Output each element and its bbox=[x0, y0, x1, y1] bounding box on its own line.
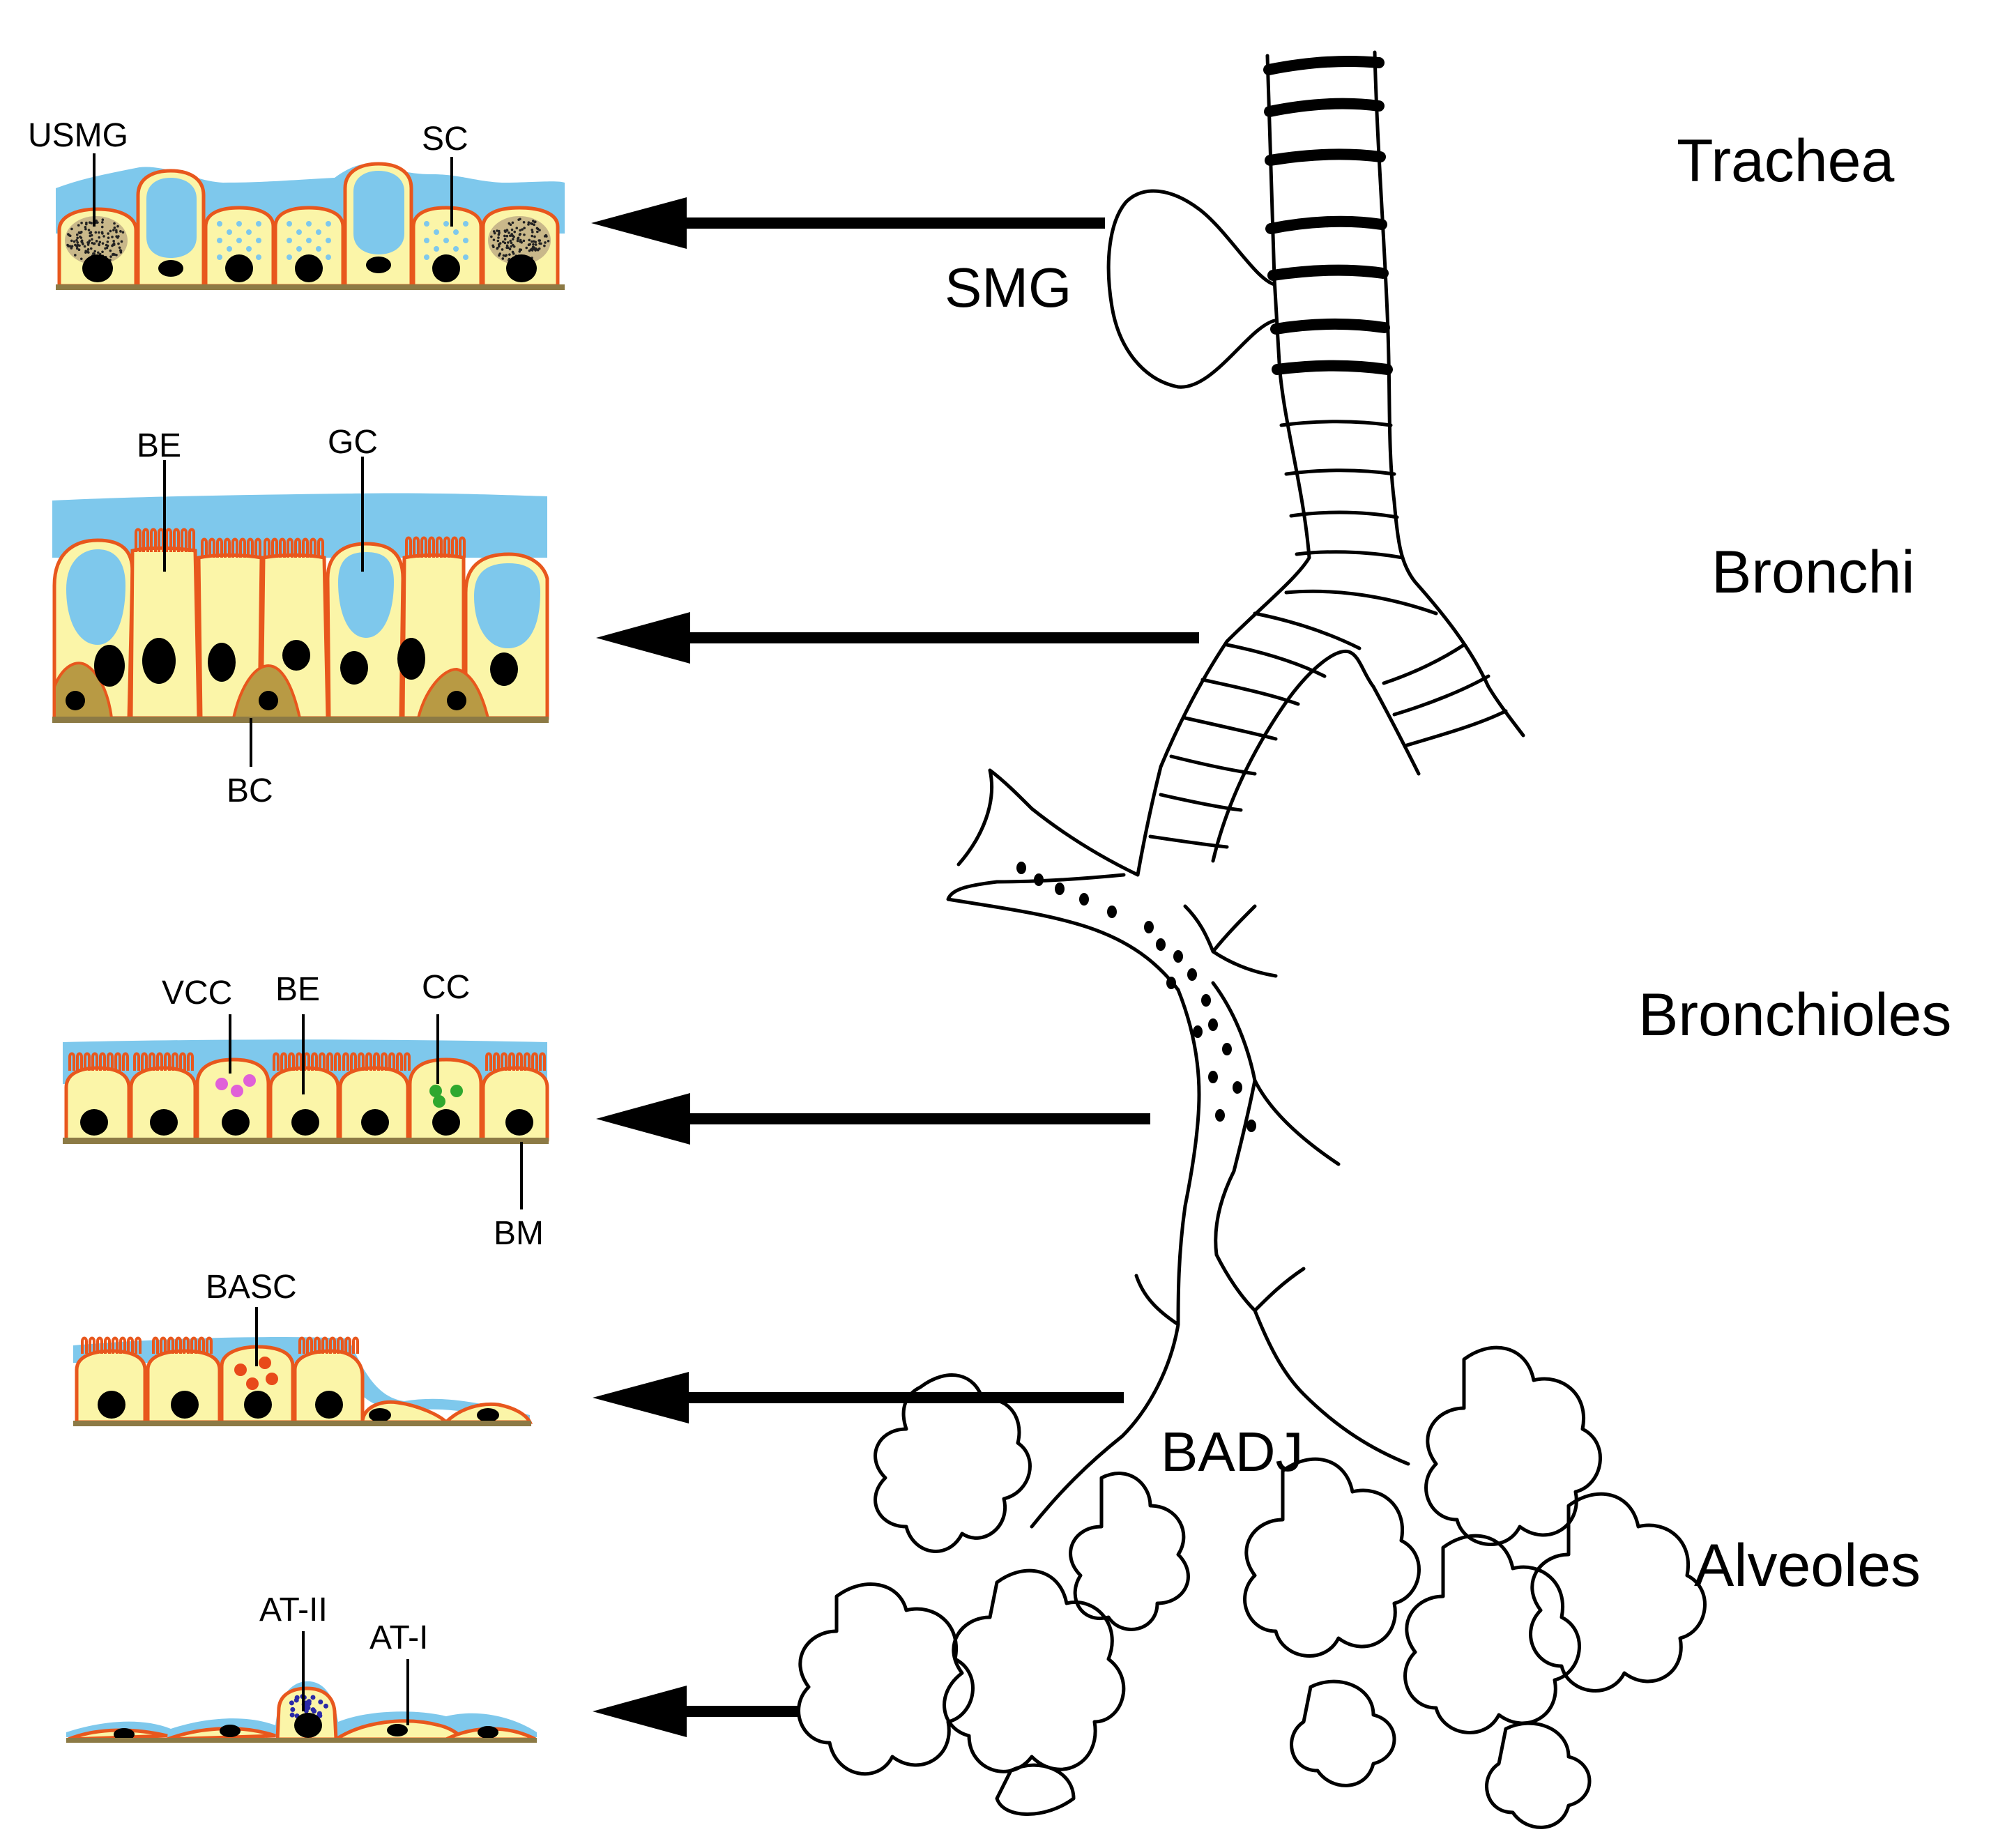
bronchiole-dots bbox=[1016, 862, 1256, 1132]
cc-granules bbox=[429, 1085, 463, 1108]
label-sc: SC bbox=[422, 121, 468, 158]
label-at-ii: AT-II bbox=[259, 1591, 328, 1628]
terminal-bronchiole-right bbox=[1214, 1253, 1410, 1466]
label-badj: BADJ bbox=[1161, 1421, 1304, 1483]
trachea-goblet-mucus bbox=[146, 178, 197, 258]
bronchi-goblet-mucus bbox=[66, 549, 125, 645]
label-bc: BC bbox=[227, 772, 273, 809]
label-vcc: VCC bbox=[162, 975, 232, 1011]
label-cc: CC bbox=[422, 969, 470, 1006]
bronchiole-upper-left bbox=[946, 768, 1180, 992]
label-bm: BM bbox=[494, 1215, 544, 1252]
bronchiole-upper-right bbox=[1176, 904, 1278, 1208]
region-bronchioles: Bronchioles bbox=[1638, 982, 1951, 1048]
region-alveoles: Alveoles bbox=[1694, 1532, 1921, 1599]
bronchioles-cells bbox=[64, 1057, 549, 1142]
bronchi-cilia bbox=[135, 528, 466, 558]
panel-bronchi: BE GC BC bbox=[52, 424, 549, 809]
label-be-bronchioles: BE bbox=[275, 971, 320, 1008]
region-trachea: Trachea bbox=[1677, 128, 1894, 194]
airway-tree bbox=[797, 50, 1707, 1829]
panel-trachea: USMG SC bbox=[28, 117, 565, 290]
bronchiole-mid bbox=[1211, 981, 1341, 1257]
panel-alveoles: AT-II AT-I bbox=[66, 1591, 537, 1743]
panel-badj: BASC bbox=[73, 1269, 533, 1426]
bronchi-rings-left bbox=[1148, 611, 1362, 849]
arrow-badj bbox=[593, 1372, 1124, 1423]
region-bronchi: Bronchi bbox=[1711, 539, 1915, 606]
trachea-basement-membrane bbox=[56, 284, 565, 290]
trachea-rings bbox=[1263, 56, 1393, 375]
trachea-wall-left bbox=[1136, 54, 1311, 877]
bronchi-goblet-mucus bbox=[474, 563, 540, 648]
vcc-granules bbox=[215, 1074, 256, 1097]
arrow-bronchi bbox=[596, 612, 1199, 664]
trachea-wall-right bbox=[1373, 50, 1525, 738]
bronchi-mucus bbox=[52, 493, 547, 558]
label-smg: SMG bbox=[945, 257, 1072, 319]
bronchioles-cilia bbox=[68, 1052, 546, 1071]
smg-gland bbox=[1106, 189, 1276, 389]
badj-nuclei bbox=[98, 1391, 499, 1422]
panel-bronchioles: VCC BE CC BM bbox=[63, 969, 549, 1252]
terminal-bronchiole-left bbox=[1030, 1204, 1187, 1529]
label-at-i: AT-I bbox=[369, 1619, 428, 1656]
arrow-alveoles bbox=[593, 1686, 798, 1737]
alveoles-nuclei bbox=[114, 1713, 498, 1741]
trachea-goblet-mucus bbox=[353, 171, 404, 254]
trachea-nuclei bbox=[82, 254, 537, 282]
trachea-rings-lower bbox=[1279, 420, 1438, 616]
basc-granules bbox=[234, 1357, 278, 1390]
bronchioles-basement-membrane bbox=[63, 1138, 549, 1144]
at2-granules bbox=[289, 1694, 328, 1721]
alveoles-basement-membrane bbox=[66, 1738, 537, 1743]
bronchi-nuclei bbox=[66, 638, 518, 710]
bronchi-basement-membrane bbox=[52, 717, 549, 723]
label-be-bronchi: BE bbox=[137, 427, 181, 464]
label-usmg: USMG bbox=[28, 117, 128, 154]
carina bbox=[1211, 649, 1421, 863]
arrow-trachea bbox=[591, 197, 1105, 249]
alveolar-clusters bbox=[797, 1345, 1707, 1829]
badj-basement-membrane bbox=[73, 1421, 531, 1426]
arrow-bronchioles bbox=[596, 1093, 1150, 1145]
bronchi-rings-right bbox=[1382, 643, 1508, 748]
arrows bbox=[591, 197, 1199, 1737]
badj-cilia bbox=[81, 1336, 359, 1354]
bronchioles-nuclei bbox=[80, 1109, 533, 1136]
bronchi-goblet-mucus bbox=[338, 552, 394, 638]
label-basc: BASC bbox=[206, 1269, 297, 1306]
label-gc: GC bbox=[328, 424, 378, 461]
